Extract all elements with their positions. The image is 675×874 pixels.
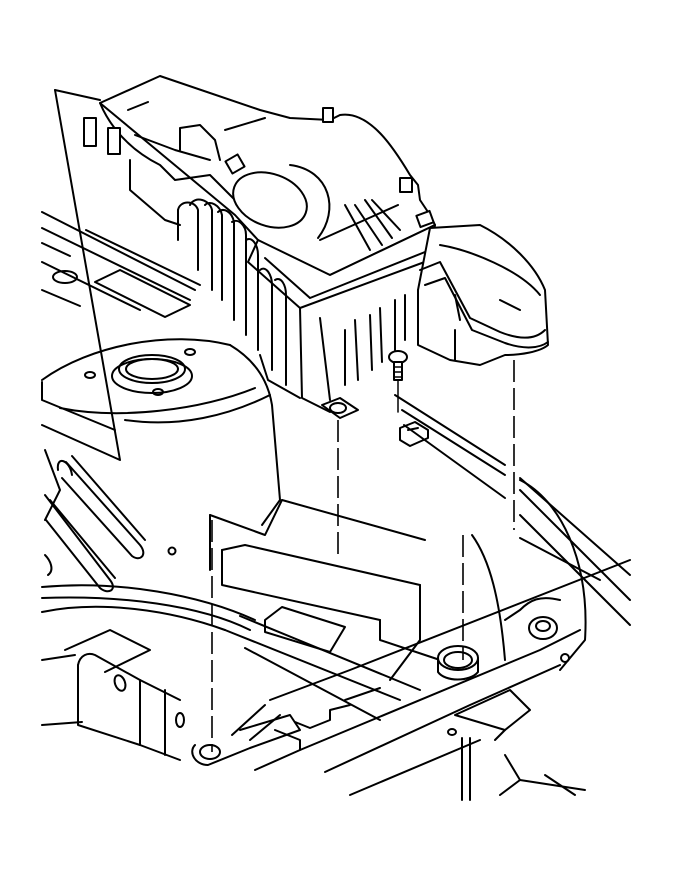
fender-inner-panel [41,211,631,626]
mounting-bracket [191,479,631,801]
intake-duct [417,224,549,366]
alignment-lines [211,360,515,752]
lower-left-bracket [64,629,185,761]
lower-frame-rails [41,584,421,726]
retaining-bolt [388,350,429,447]
air-cleaner-housing [83,75,436,419]
strut-tower [41,89,281,526]
wheel-well-lip [44,449,177,593]
